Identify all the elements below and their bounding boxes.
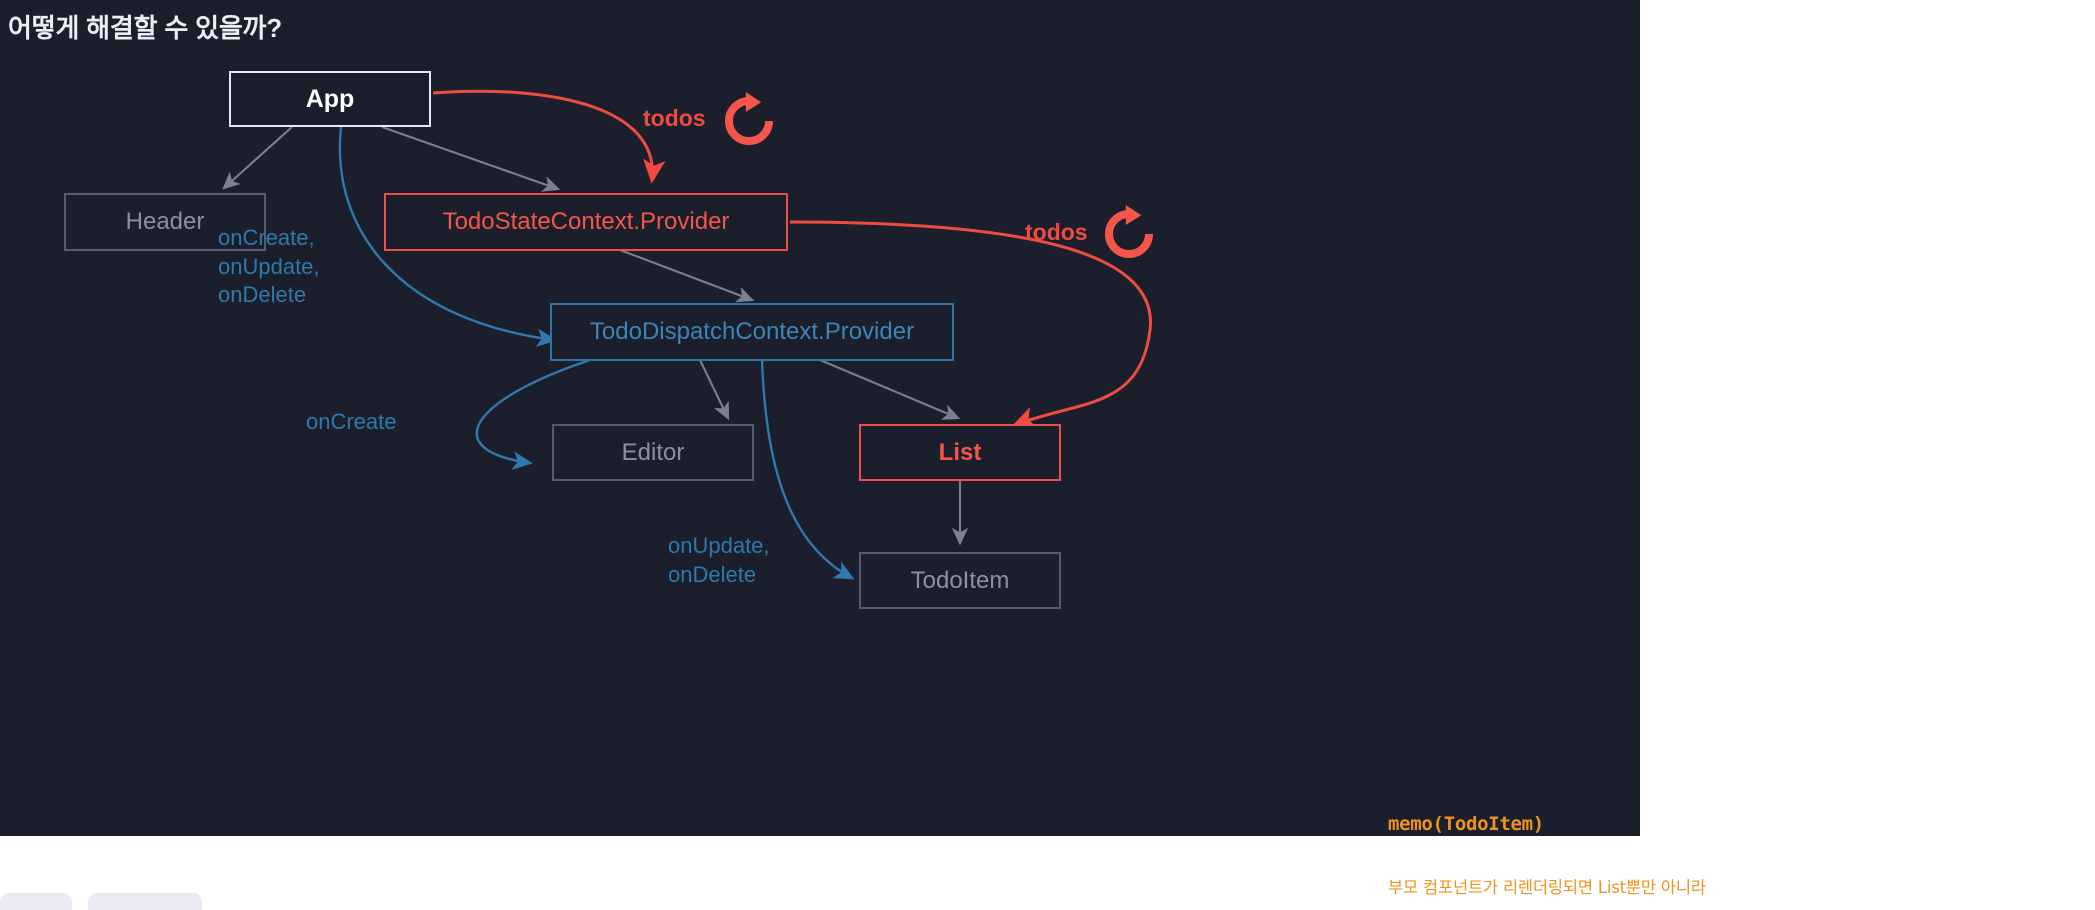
page-title: 어떻게 해결할 수 있을까? bbox=[8, 13, 282, 43]
bottom-pill-right[interactable] bbox=[88, 893, 202, 910]
edge-app-todos-state bbox=[432, 89, 666, 184]
bottom-pill-left[interactable] bbox=[0, 893, 72, 910]
node-editor-label: Editor bbox=[621, 438, 685, 466]
node-list-label: List bbox=[938, 438, 982, 466]
edge-label-todos-list: todos bbox=[1025, 219, 1088, 245]
memo-annotation-line-1: 부모 컴포넌트가 리렌더링되면 List뿐만 아니라 bbox=[1388, 877, 1706, 897]
node-header-label: Header bbox=[125, 208, 205, 235]
edge-label-props-editor: onCreate bbox=[306, 409, 397, 434]
node-todoitem-label: TodoItem bbox=[910, 566, 1010, 594]
node-app[interactable]: App bbox=[229, 71, 431, 127]
node-todo-dispatch-context-provider-label: TodoDispatchContext.Provider bbox=[589, 318, 915, 345]
refresh-icon bbox=[718, 90, 780, 157]
edge-app-header bbox=[222, 126, 293, 190]
slide-panel: 어떻게 해결할 수 있을까? bbox=[0, 0, 1640, 836]
edge-label-props-header: onCreate, onUpdate, onDelete bbox=[218, 225, 320, 308]
node-todo-state-context-provider[interactable]: TodoStateContext.Provider bbox=[384, 193, 788, 251]
node-todo-state-context-provider-label: TodoStateContext.Provider bbox=[442, 208, 730, 235]
edge-app-state bbox=[381, 126, 561, 192]
memo-annotation: memo(TodoItem) 부모 컴포넌트가 리렌더링되면 List뿐만 아니… bbox=[1388, 773, 1908, 910]
edge-dispatch-editor bbox=[699, 359, 730, 421]
node-todoitem[interactable]: TodoItem bbox=[859, 552, 1061, 609]
edge-dispatch-list bbox=[819, 359, 961, 420]
node-header[interactable]: Header bbox=[64, 193, 266, 251]
edge-dispatch-todoitem bbox=[760, 359, 855, 580]
edge-label-props-todoitem: onUpdate, onDelete bbox=[668, 533, 770, 587]
edge-label-todos-top: todos bbox=[643, 105, 706, 131]
node-list[interactable]: List bbox=[859, 424, 1061, 481]
edge-state-dispatch bbox=[619, 249, 755, 303]
node-app-label: App bbox=[305, 84, 355, 113]
node-todo-dispatch-context-provider[interactable]: TodoDispatchContext.Provider bbox=[550, 303, 954, 361]
node-editor[interactable]: Editor bbox=[552, 424, 754, 481]
memo-annotation-heading: memo(TodoItem) bbox=[1388, 813, 1544, 836]
refresh-icon bbox=[1098, 203, 1160, 270]
